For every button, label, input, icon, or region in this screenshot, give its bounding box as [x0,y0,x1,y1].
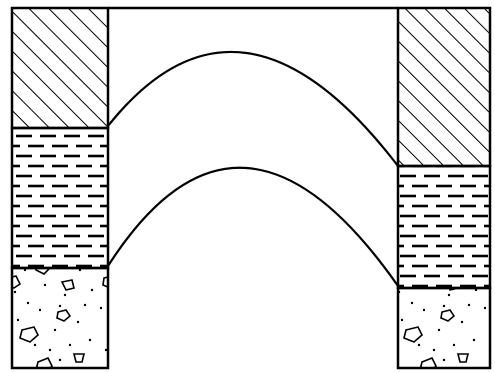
right-rock-column [398,8,490,368]
right-middle-layer-dash-icon [398,166,490,288]
upper-fold-curve [108,52,398,166]
right-top-layer-hatch-icon [398,8,490,166]
left-top-layer-hatch-icon [12,8,108,128]
right-bottom-layer-conglomerate-icon [398,288,490,368]
left-bottom-layer-conglomerate-icon [12,268,108,368]
left-rock-column [12,8,108,368]
lower-fold-curve [108,168,398,286]
left-middle-layer-dash-icon [12,128,108,268]
